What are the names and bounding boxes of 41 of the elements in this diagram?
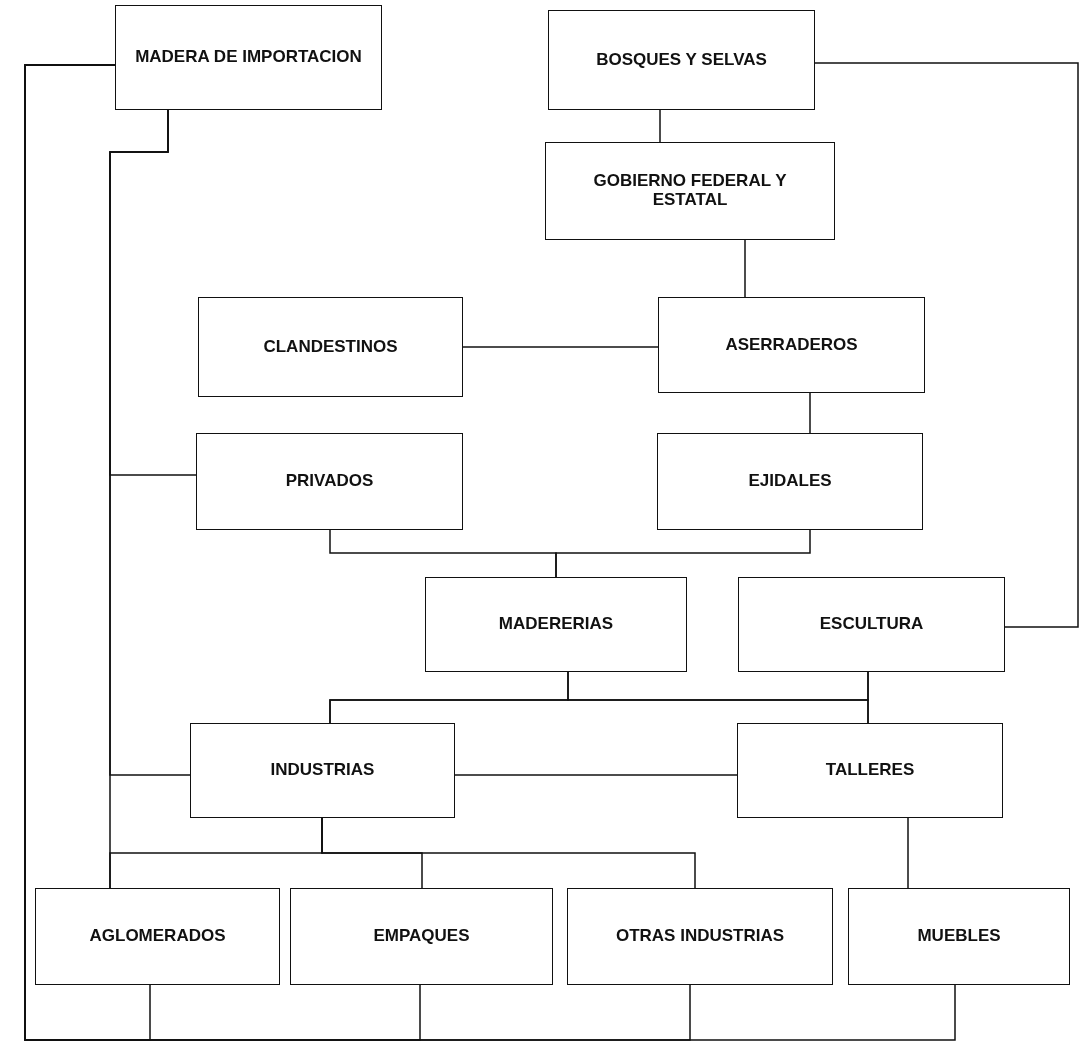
org-box — [567, 888, 833, 985]
org-box — [196, 433, 463, 530]
org-box — [658, 297, 925, 393]
box-label: MUEBLES — [917, 927, 1001, 946]
box-label: EJIDALES — [748, 472, 832, 491]
org-box — [848, 888, 1070, 985]
box-label: GOBIERNO FEDERAL Y ESTATAL — [592, 172, 788, 210]
org-box — [198, 297, 463, 397]
connector-line — [907, 817, 909, 889]
connector-line — [454, 774, 738, 776]
box-label: MADERERIAS — [498, 615, 614, 634]
connector-line — [462, 346, 659, 348]
connector-line — [24, 64, 956, 1041]
box-label: TALLERES — [825, 761, 915, 780]
box-label: AGLOMERADOS — [89, 927, 226, 946]
box-label: ASERRADEROS — [725, 335, 858, 355]
box-label: INDUSTRIAS — [270, 761, 375, 780]
connector-line — [321, 817, 696, 889]
box-label: ESCULTURA — [819, 615, 924, 634]
connector-line — [659, 109, 661, 143]
connector-line — [809, 392, 811, 434]
box-label: OTRAS INDUSTRIAS — [615, 927, 785, 946]
connector-line — [329, 671, 869, 724]
org-box — [290, 888, 553, 985]
connector-line — [555, 529, 811, 578]
org-box — [737, 723, 1003, 818]
org-box — [548, 10, 815, 110]
org-box — [738, 577, 1005, 672]
box-label: PRIVADOS — [285, 472, 374, 491]
org-box — [657, 433, 923, 530]
box-label: BOSQUES Y SELVAS — [596, 50, 767, 70]
box-label: EMPAQUES — [373, 927, 470, 946]
org-box — [190, 723, 455, 818]
org-box — [115, 5, 382, 110]
box-label: MADERA DE IMPORTACION — [135, 48, 362, 67]
org-box — [425, 577, 687, 672]
box-label: CLANDESTINOS — [263, 337, 398, 357]
org-box — [545, 142, 835, 240]
connector-line — [744, 239, 746, 298]
org-box — [35, 888, 280, 985]
connector-line — [814, 62, 1079, 628]
